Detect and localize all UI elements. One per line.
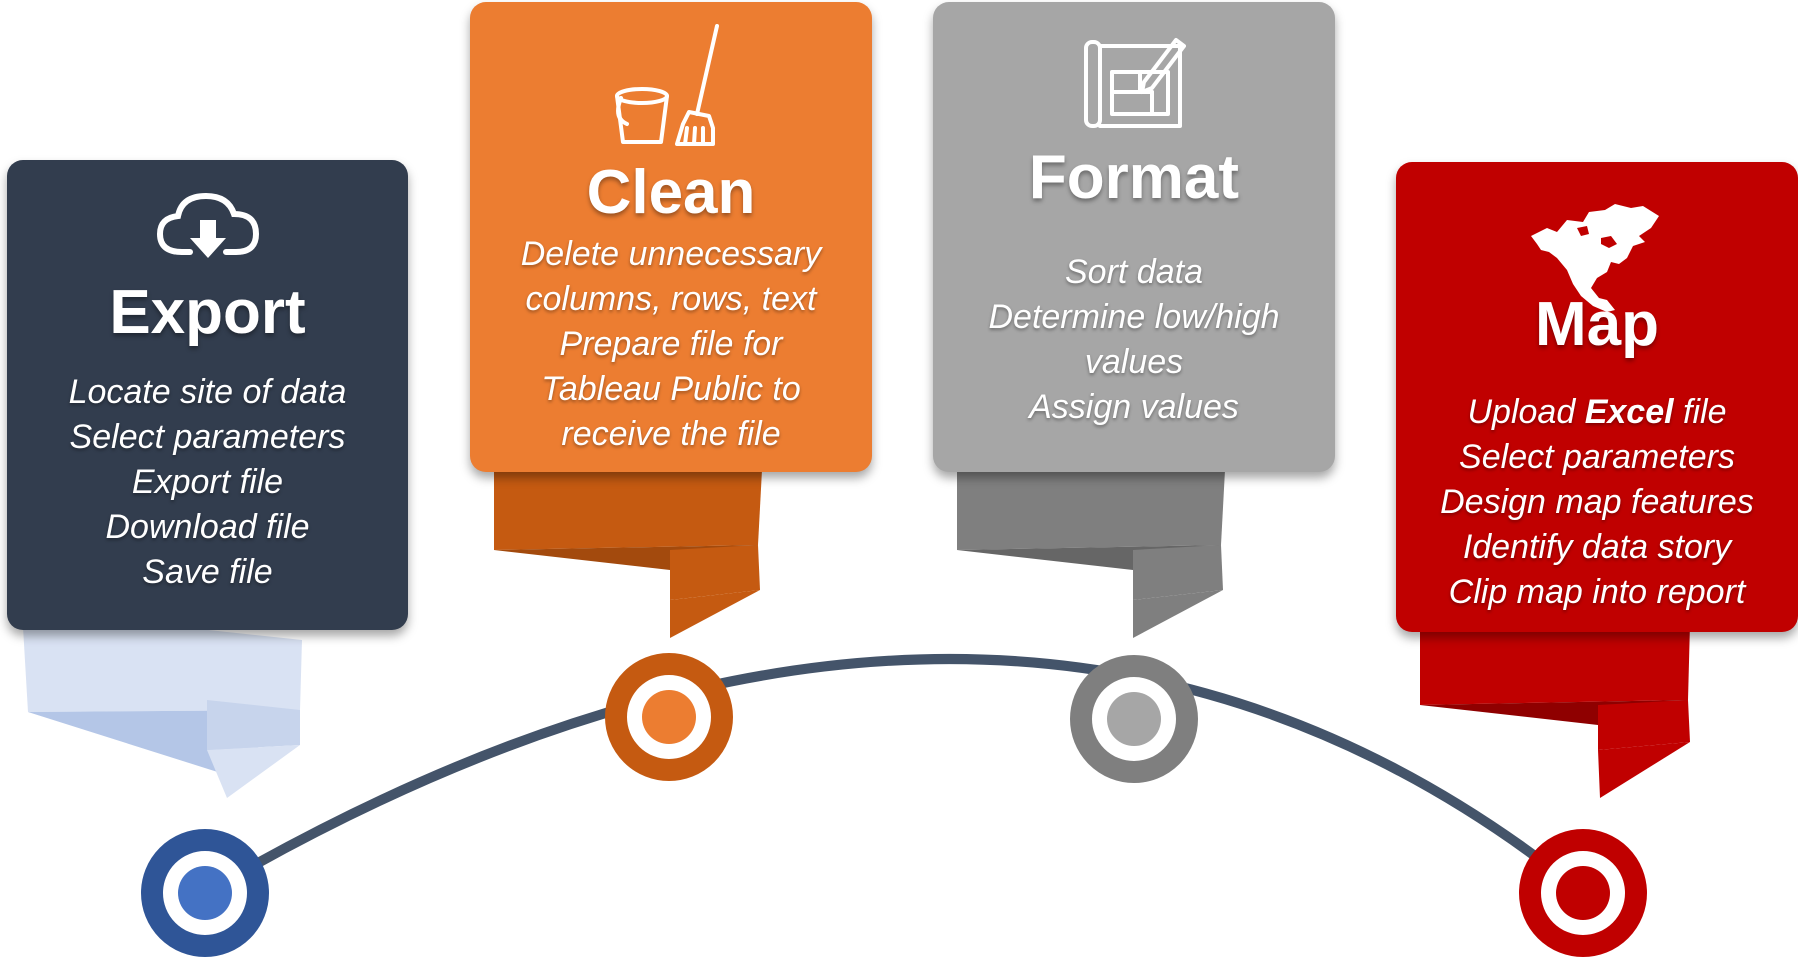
step-line: Save file [142, 553, 273, 591]
cloud-download-icon [156, 192, 259, 258]
node-map[interactable] [1519, 829, 1647, 957]
blueprint-pencil-icon [1084, 38, 1186, 128]
step-line: Locate site of data [68, 373, 347, 411]
step-line: values [1084, 343, 1184, 381]
ribbon-map [1420, 620, 1690, 798]
step-line: Export file [131, 463, 284, 501]
node-format[interactable] [1070, 655, 1198, 783]
step-lines-export: Locate site of data Select parameters Ex… [7, 370, 408, 595]
node-export[interactable] [141, 829, 269, 957]
step-line: Tableau Public to [541, 370, 801, 408]
ribbon-format [957, 460, 1225, 638]
step-title-format: Format [1028, 143, 1240, 212]
north-america-map-icon [1531, 204, 1659, 312]
line-text: file [1673, 393, 1727, 431]
step-lines-map: Upload Excel file Select parameters Desi… [1396, 390, 1798, 615]
step-line: Delete unnecessary [520, 235, 822, 273]
step-line: Sort data [1065, 253, 1203, 291]
step-lines-clean: Delete unnecessary columns, rows, text P… [470, 232, 872, 457]
step-line: Select parameters [69, 418, 346, 456]
step-card-format: Format Sort data Determine low/high valu… [933, 2, 1335, 472]
bucket-broom-icon [615, 24, 719, 146]
line-text-bold: Excel [1584, 393, 1674, 431]
ribbon-export [22, 610, 302, 798]
step-title-clean: Clean [586, 158, 756, 227]
step-title-map: Map [1535, 290, 1659, 359]
step-title-export: Export [109, 278, 306, 347]
ribbon-clean [494, 460, 762, 638]
step-line: Determine low/high [988, 298, 1280, 336]
step-card-clean: Clean Delete unnecessary columns, rows, … [470, 2, 872, 472]
timeline-arc [202, 654, 1587, 898]
step-card-map: Map Upload Excel file Select parameters … [1396, 162, 1798, 632]
step-line: Select parameters [1459, 438, 1735, 476]
step-line: Upload Excel file [1396, 390, 1798, 435]
step-line: Assign values [1029, 388, 1239, 426]
step-line: Design map features [1440, 483, 1754, 521]
step-line: Identify data story [1462, 528, 1732, 566]
step-lines-format: Sort data Determine low/high values Assi… [933, 250, 1335, 430]
step-line: Prepare file for [559, 325, 783, 363]
step-line: columns, rows, text [525, 280, 817, 318]
line-text: Upload [1467, 393, 1585, 431]
step-line: receive the file [561, 415, 781, 453]
step-card-export: Export Locate site of data Select parame… [7, 160, 408, 630]
node-clean[interactable] [605, 653, 733, 781]
step-line: Download file [105, 508, 310, 546]
step-line: Clip map into report [1448, 573, 1746, 611]
